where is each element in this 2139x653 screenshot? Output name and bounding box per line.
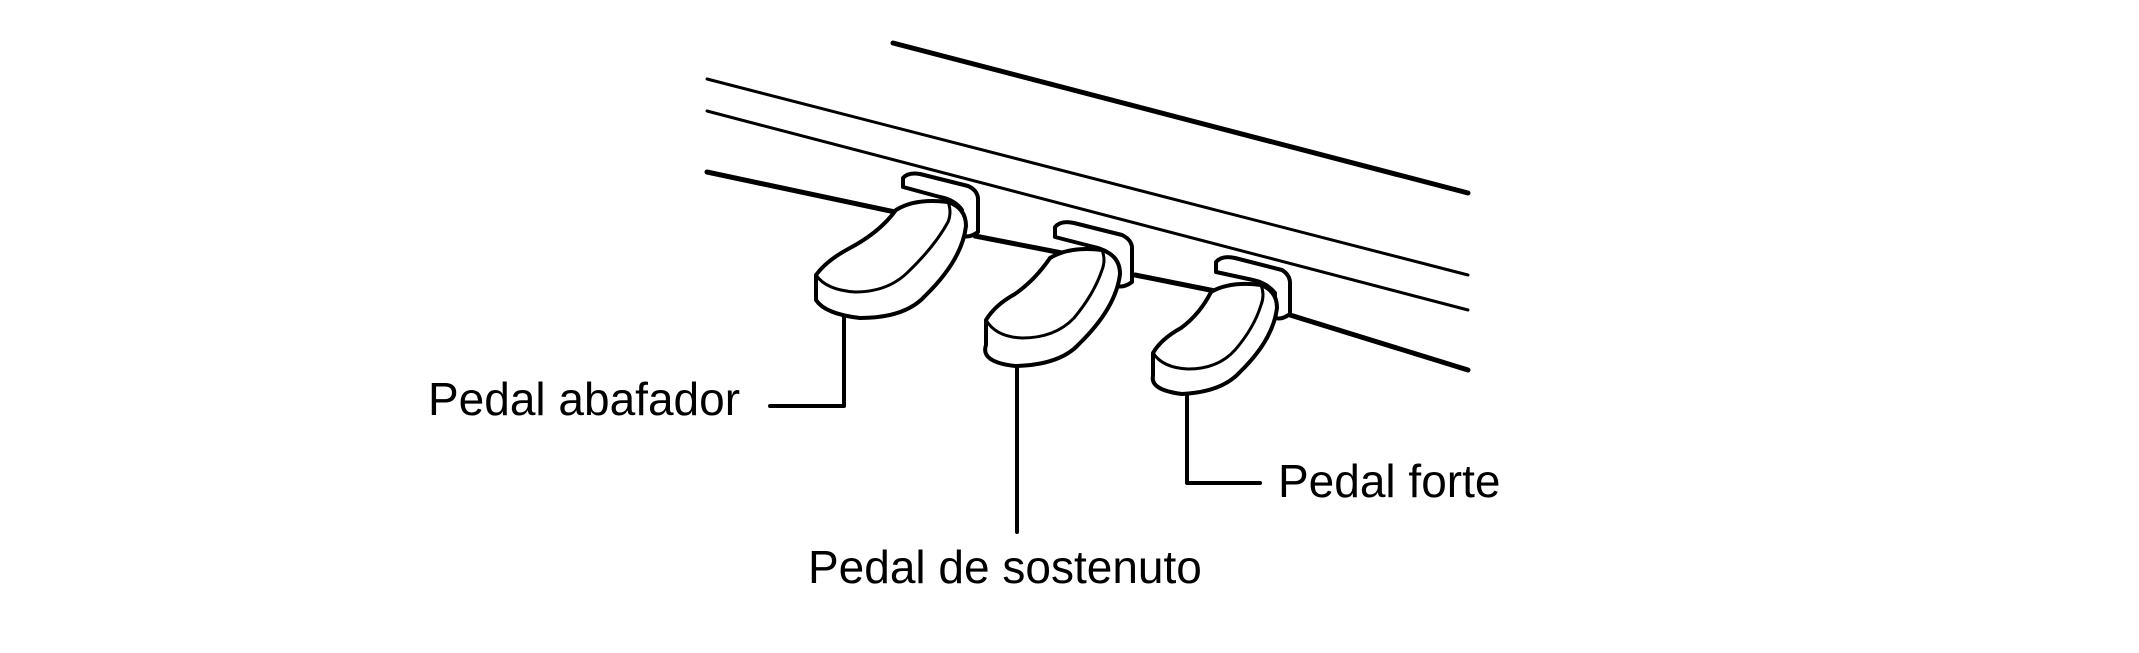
sostenuto-pedal xyxy=(983,220,1134,368)
piano-front-edge-line-1 xyxy=(705,77,1470,277)
sostenuto-pedal-body xyxy=(983,247,1122,368)
damper-pedal-body xyxy=(814,199,968,320)
damper-pedal xyxy=(814,171,980,320)
forte-pedal-top-edge xyxy=(1151,283,1265,371)
damper-leader-line xyxy=(768,316,846,408)
forte-pedal-body xyxy=(1150,281,1279,396)
forte-pedal-label: Pedal forte xyxy=(1278,455,1500,507)
piano-front-edge-line-2 xyxy=(705,109,1470,312)
damper-pedal-top-edge xyxy=(814,200,952,294)
forte-leader-line xyxy=(1185,392,1262,485)
sostenuto-pedal-top-edge xyxy=(984,248,1106,340)
forte-pedal xyxy=(1150,255,1292,396)
leader-lines xyxy=(768,316,1262,534)
pedal-box-bottom-line xyxy=(704,169,1471,373)
piano-body xyxy=(704,40,1471,373)
piano-upper-edge-line xyxy=(890,40,1471,196)
sostenuto-pedal-label: Pedal de sostenuto xyxy=(808,541,1202,593)
damper-pedal-label: Pedal abafador xyxy=(428,373,740,425)
